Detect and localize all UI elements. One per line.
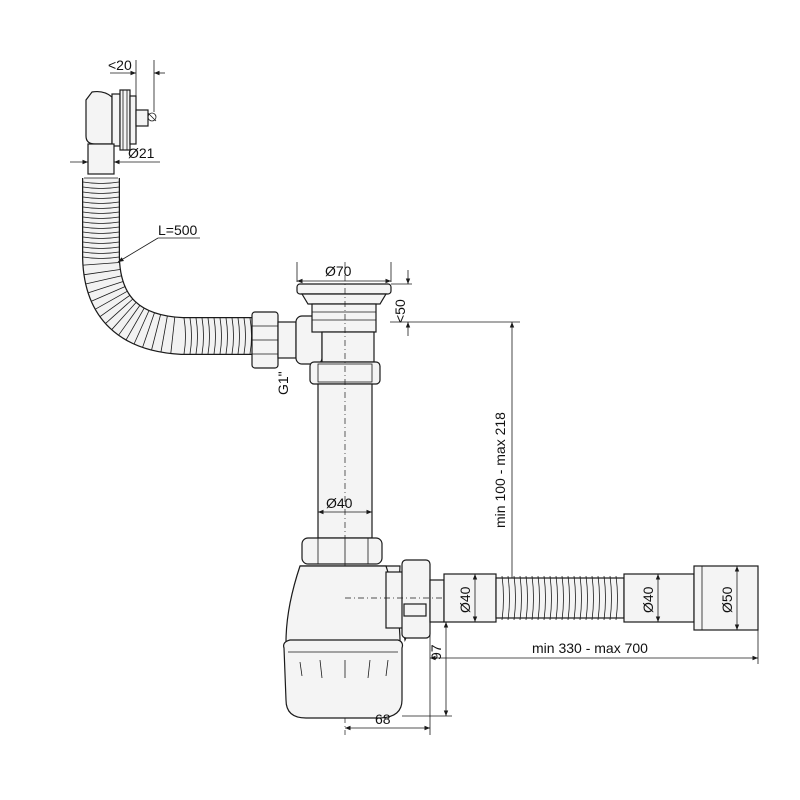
trap-offset-dimension: 68 — [345, 711, 431, 735]
strainer-height-dimension: <50 — [390, 270, 520, 336]
overflow-neck: Ø21 — [70, 143, 160, 175]
end-diameter-label: Ø50 — [719, 586, 735, 613]
vertical-pipe: Ø40 — [317, 262, 373, 735]
outlet-pipe: Ø40 — [443, 573, 497, 623]
outlet-height-dimension: 97 — [402, 622, 452, 717]
hose-length-label: L=500 — [158, 222, 198, 238]
hose-nut: G1" — [251, 311, 323, 395]
outlet-diameter-label: Ø40 — [457, 586, 473, 613]
thread-label: G1" — [275, 371, 291, 395]
trap-body — [283, 565, 417, 719]
overflow-offset-dimension: <20 — [108, 57, 165, 112]
overflow-head — [85, 89, 157, 151]
strainer-height-label: <50 — [392, 299, 408, 323]
overflow-hose — [82, 177, 262, 355]
height-range-label: min 100 - max 218 — [492, 412, 508, 528]
hose-length-annotation: L=500 — [117, 222, 200, 263]
pipe-diameter-label: Ø40 — [326, 495, 353, 511]
overflow-offset-label: <20 — [108, 57, 132, 73]
trap-nut — [301, 537, 383, 565]
outlet-height-label: 97 — [428, 644, 444, 660]
end-sleeve: Ø50 — [693, 565, 759, 631]
overflow-diameter-label: Ø21 — [128, 145, 155, 161]
trap-offset-label: 68 — [375, 711, 391, 727]
side-outlet — [345, 559, 760, 639]
strainer-diameter-label: Ø70 — [325, 263, 352, 279]
hose-end: Ø40 — [623, 573, 695, 623]
length-range-dimension: min 330 - max 700 — [429, 598, 759, 716]
outlet-hose — [495, 575, 625, 621]
hose-outlet-diameter-label: Ø40 — [640, 586, 656, 613]
strainer: Ø70 — [296, 262, 392, 363]
length-range-label: min 330 - max 700 — [532, 640, 648, 656]
height-range-dimension: min 100 - max 218 — [492, 322, 515, 598]
